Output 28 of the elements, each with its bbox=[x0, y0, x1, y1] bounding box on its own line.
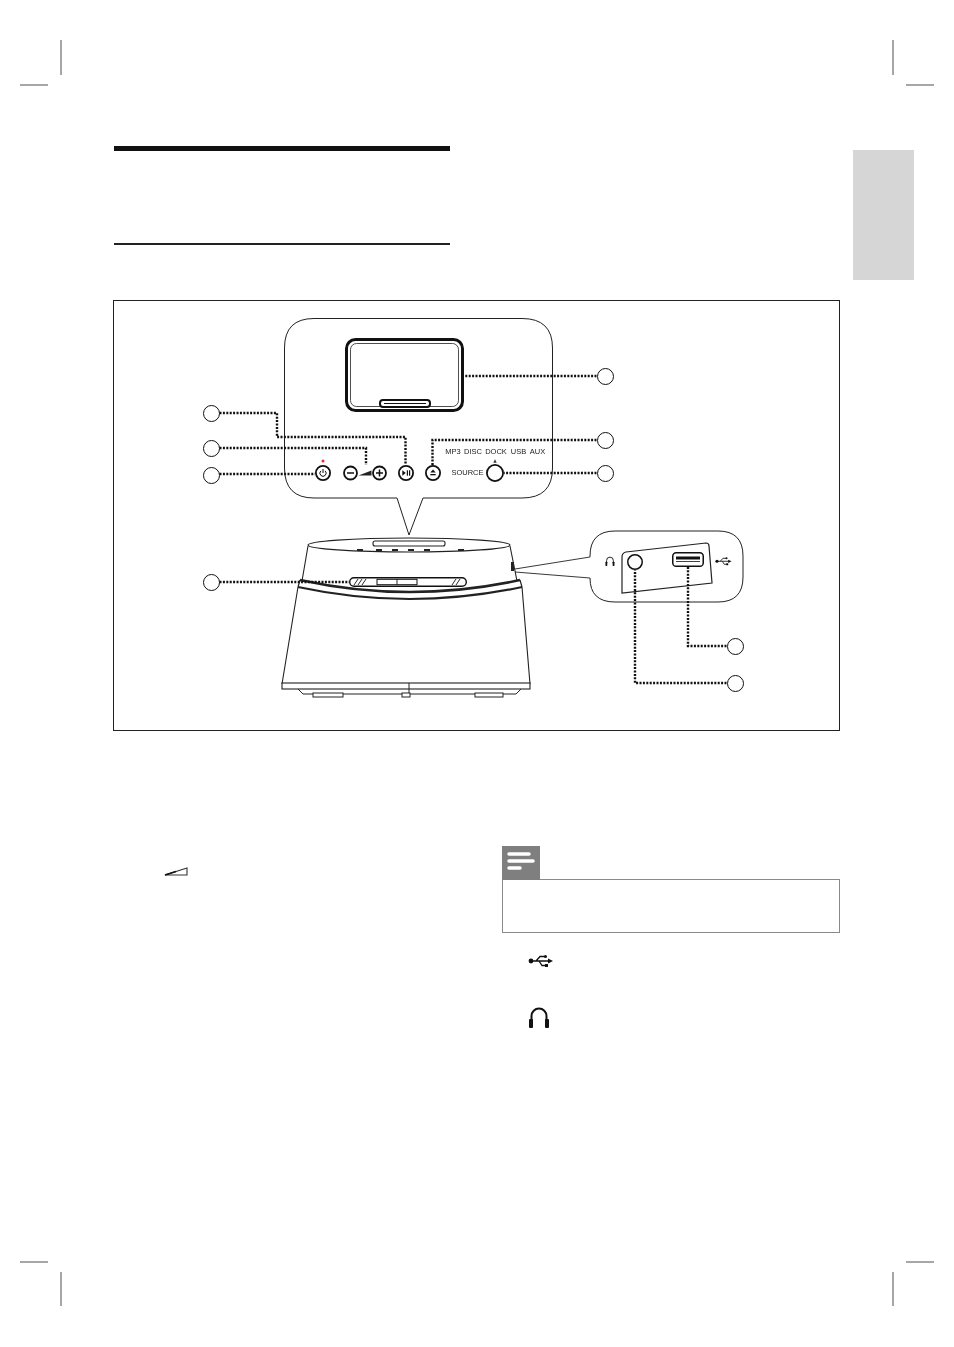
leader-line bbox=[633, 570, 727, 685]
callout-circle bbox=[202, 439, 220, 457]
leader-line bbox=[504, 471, 597, 475]
play-pause-button bbox=[397, 465, 414, 481]
leader-line bbox=[219, 411, 407, 465]
callout-circle bbox=[202, 404, 220, 422]
side-tab bbox=[853, 150, 914, 280]
callout-circle bbox=[202, 573, 220, 591]
leader-line bbox=[219, 472, 315, 476]
dock-cradle bbox=[345, 338, 464, 412]
power-button bbox=[315, 465, 331, 481]
leader-line bbox=[464, 374, 597, 378]
volume-buttons bbox=[341, 465, 388, 481]
disc-slot bbox=[349, 577, 467, 587]
leader-line bbox=[431, 438, 597, 465]
leader-line bbox=[686, 567, 727, 648]
callout-circle bbox=[596, 431, 614, 449]
leader-line bbox=[219, 446, 368, 465]
callout-circle bbox=[596, 464, 614, 482]
usb-port bbox=[672, 552, 704, 567]
leader-line bbox=[219, 580, 349, 584]
headphone-jack bbox=[627, 554, 643, 570]
callout-circle bbox=[726, 674, 744, 692]
callout-circle bbox=[726, 637, 744, 655]
callout-circle bbox=[596, 367, 614, 385]
source-button bbox=[486, 464, 504, 482]
eject-button bbox=[424, 465, 441, 481]
callout-circle bbox=[202, 466, 220, 484]
